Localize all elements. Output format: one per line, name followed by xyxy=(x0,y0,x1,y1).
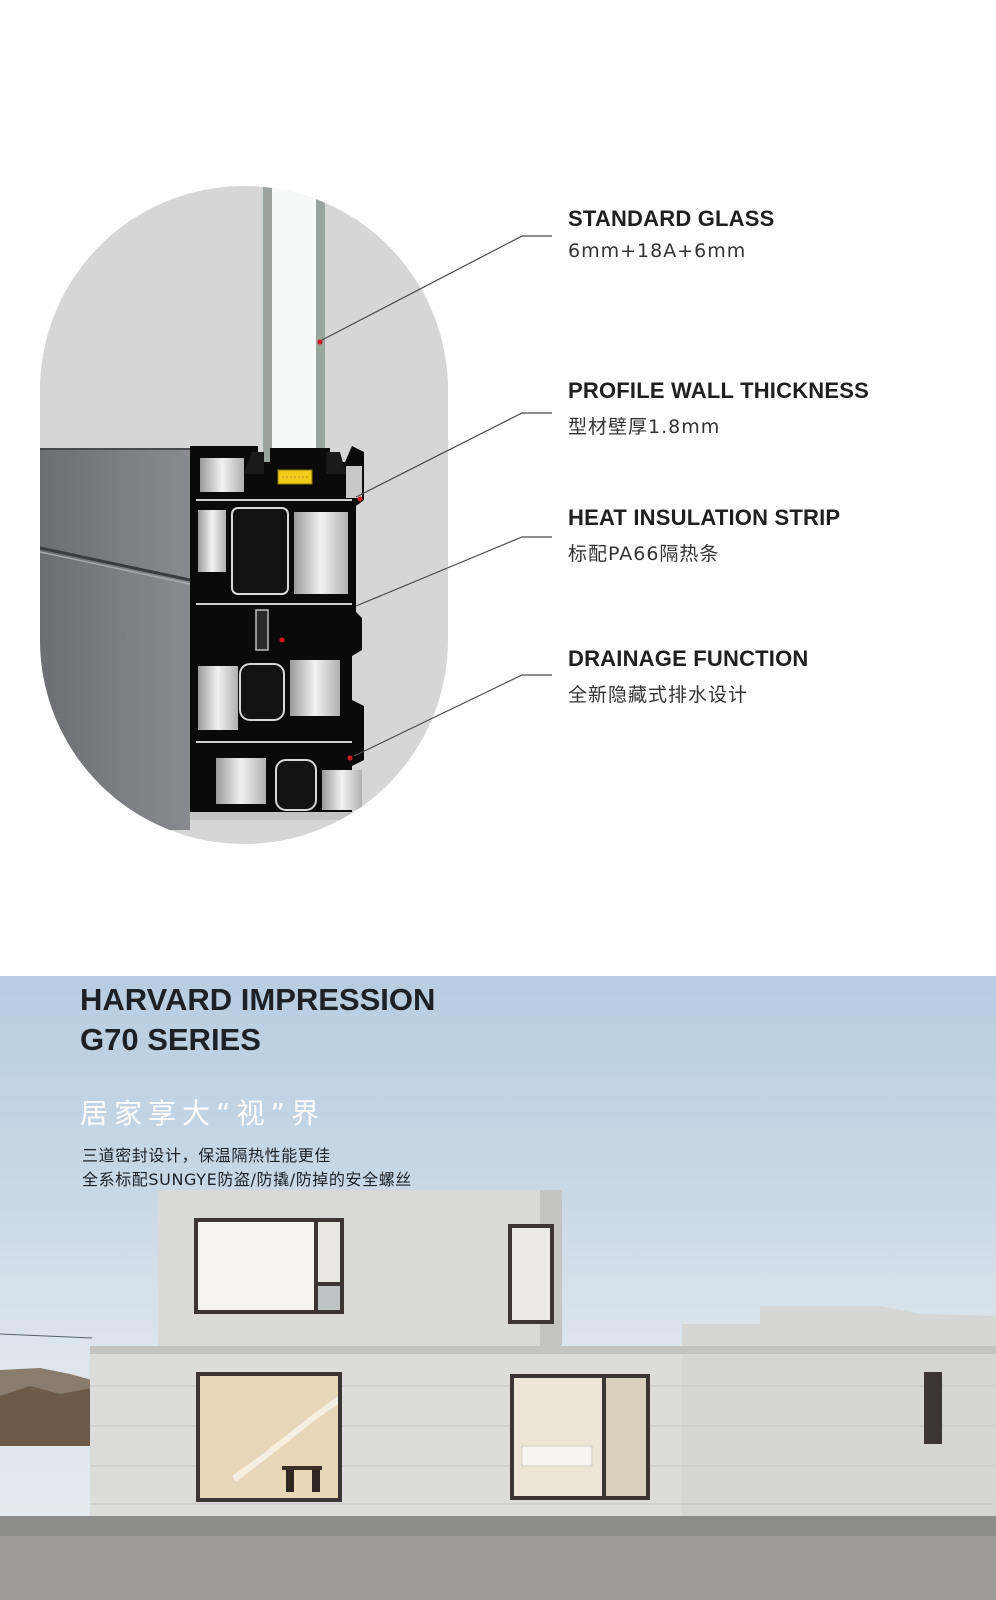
callout-title: STANDARD GLASS xyxy=(568,206,775,231)
marker-dot-strip xyxy=(279,637,285,643)
chamber-4 xyxy=(290,660,340,716)
staircase xyxy=(232,1396,338,1482)
profile-section: STANDARD GLASS 6mm+18A+6mm PROFILE WALL … xyxy=(40,186,869,844)
chamber-side xyxy=(346,466,362,498)
glass-cavity xyxy=(272,186,316,476)
product-title-line1: HARVARD IMPRESSION xyxy=(80,982,436,1017)
chamber-5 xyxy=(216,758,266,804)
house-right-wall xyxy=(682,1306,996,1524)
lower-door-glass xyxy=(606,1378,646,1496)
chamber-top xyxy=(200,458,244,492)
frame-groove-light xyxy=(40,551,191,585)
thermal-chamber-2 xyxy=(239,663,285,721)
ground-gravel xyxy=(0,1536,996,1600)
profile-cross-section-diagram xyxy=(40,186,552,844)
marker-dot-glass xyxy=(317,339,323,345)
callout-heat-insulation-strip: HEAT INSULATION STRIP 标配PA66隔热条 xyxy=(568,505,840,566)
callout-subtitle: 6mm+18A+6mm xyxy=(568,240,747,262)
chamber-3 xyxy=(198,666,238,730)
chamber-1 xyxy=(198,510,226,572)
upper-window-left-vent xyxy=(318,1286,340,1310)
upper-window-right-glass xyxy=(512,1228,550,1320)
kitchen-counter xyxy=(521,1445,593,1467)
chamber-2 xyxy=(294,512,348,594)
side-window xyxy=(924,1372,942,1444)
product-description-2: 全系标配SUNGYE防盗/防撬/防掉的安全螺丝 xyxy=(82,1170,412,1189)
product-slogan: 居家享大“视”界 xyxy=(80,1097,326,1130)
marker-dot-drainage xyxy=(347,755,353,761)
leader-line-wall xyxy=(355,412,552,498)
callout-title: PROFILE WALL THICKNESS xyxy=(568,378,870,403)
product-title-line2: G70 SERIES xyxy=(80,1022,261,1057)
callout-title: HEAT INSULATION STRIP xyxy=(568,505,841,530)
glass-pane-outer xyxy=(263,186,272,476)
frame-face xyxy=(40,448,190,830)
callout-drainage-function: DRAINAGE FUNCTION 全新隐藏式排水设计 xyxy=(568,646,809,707)
marker-dot-wall xyxy=(357,496,363,502)
dining-table xyxy=(282,1466,322,1470)
thermal-chamber-1 xyxy=(231,507,289,595)
glass-pane-inner xyxy=(316,186,325,476)
thermal-chamber-3 xyxy=(275,759,317,811)
house-roof-shade xyxy=(90,1346,996,1354)
callout-title: DRAINAGE FUNCTION xyxy=(568,646,809,671)
trees xyxy=(0,1386,92,1446)
callout-standard-glass: STANDARD GLASS 6mm+18A+6mm xyxy=(568,206,775,262)
house-photo xyxy=(0,1190,996,1600)
profile-bottom-edge xyxy=(190,812,360,820)
callout-profile-wall-thickness: PROFILE WALL THICKNESS 型材壁厚1.8mm xyxy=(568,378,869,439)
leader-line-strip xyxy=(355,536,552,607)
upper-window-left-glass xyxy=(198,1222,314,1310)
callout-subtitle: 型材壁厚1.8mm xyxy=(568,416,721,438)
product-description-1: 三道密封设计，保温隔热性能更佳 xyxy=(82,1146,332,1165)
lower-window-right-glass xyxy=(514,1378,602,1496)
upper-window-left-side xyxy=(318,1222,340,1282)
glass-gasket-left xyxy=(244,452,264,474)
callout-subtitle: 全新隐藏式排水设计 xyxy=(568,684,749,706)
leader-line-glass xyxy=(321,235,552,341)
glass-gasket-right xyxy=(326,452,346,474)
power-line xyxy=(0,1333,93,1339)
leader-line-drainage xyxy=(353,674,552,757)
frame-groove xyxy=(40,546,191,582)
heat-strip-shape xyxy=(255,609,269,651)
callout-subtitle: 标配PA66隔热条 xyxy=(568,543,720,565)
dining-chair xyxy=(312,1470,320,1492)
product-banner: HARVARD IMPRESSION G70 SERIES 居家享大“视”界 三… xyxy=(0,976,996,1600)
dining-chair xyxy=(286,1470,294,1492)
chamber-6 xyxy=(322,770,362,810)
